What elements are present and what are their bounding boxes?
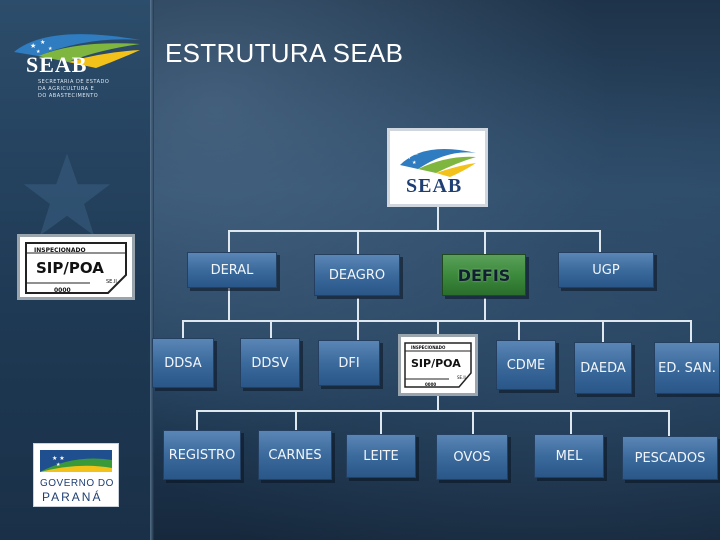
connector-line bbox=[270, 320, 272, 338]
seab-header-subtitle-3: DO ABASTECIMENTO bbox=[38, 93, 98, 99]
org-box-label: DDSV bbox=[251, 356, 288, 371]
org-box-label: DEAGRO bbox=[329, 268, 385, 283]
connector-line bbox=[228, 288, 230, 320]
sip-poa-name: SIP/POA bbox=[411, 357, 461, 370]
org-box-registro: REGISTRO bbox=[163, 430, 241, 480]
connector-line bbox=[484, 230, 486, 254]
connector-line bbox=[599, 230, 601, 252]
org-box-ugp: UGP bbox=[558, 252, 654, 288]
governo-parana-logo-icon: ★ ★ ★ bbox=[34, 446, 118, 476]
sip-poa-header: INSPECIONADO bbox=[411, 345, 445, 350]
sip-poa-code: 0000 bbox=[54, 287, 71, 294]
sip-poa-state: SE.II bbox=[106, 279, 117, 285]
connector-line bbox=[472, 410, 474, 434]
org-box-ovos: OVOS bbox=[436, 434, 508, 480]
svg-text:★: ★ bbox=[412, 160, 417, 166]
connector-line bbox=[668, 410, 670, 436]
org-box-label: DERAL bbox=[211, 263, 254, 278]
org-box-label: REGISTRO bbox=[169, 448, 236, 463]
seab-header-subtitle-1: SECRETARIA DE ESTADO bbox=[38, 79, 109, 85]
slide-title: ESTRUTURA SEAB bbox=[165, 38, 403, 69]
sip-poa-state: SE.II bbox=[457, 375, 466, 380]
sip-poa-logo-sidebar: INSPECIONADO SIP/POA 0000 SE.II bbox=[17, 234, 135, 300]
org-box-cdme: CDME bbox=[496, 340, 556, 390]
org-box-ddsa: DDSA bbox=[152, 338, 214, 388]
connector-line bbox=[357, 320, 359, 340]
org-box-dfi: DFI bbox=[318, 340, 380, 386]
connector-line bbox=[196, 410, 198, 430]
org-box-label: MEL bbox=[556, 449, 583, 464]
org-box-label: OVOS bbox=[453, 450, 490, 465]
org-box-pescados: PESCADOS bbox=[622, 436, 718, 480]
org-box-mel: MEL bbox=[534, 434, 604, 478]
org-box-label: DFI bbox=[338, 356, 359, 371]
org-box-label: ED. SAN. bbox=[658, 361, 716, 376]
connector-line bbox=[570, 410, 572, 434]
connector-line bbox=[182, 320, 184, 338]
org-box-label: DDSA bbox=[164, 356, 201, 371]
org-box-deagro: DEAGRO bbox=[314, 254, 400, 296]
svg-text:★: ★ bbox=[406, 154, 411, 161]
org-box-defis: DEFIS bbox=[442, 254, 526, 296]
sip-poa-header: INSPECIONADO bbox=[34, 247, 86, 254]
org-box-ed-san: ED. SAN. bbox=[654, 342, 720, 394]
org-box-label: PESCADOS bbox=[635, 451, 706, 466]
connector-line bbox=[602, 320, 604, 342]
connector-line bbox=[380, 410, 382, 434]
governo-line1: GOVERNO DO bbox=[40, 478, 114, 489]
sip-poa-logo-chart: INSPECIONADO SIP/POA 0000 SE.II bbox=[398, 334, 478, 396]
org-box-carnes: CARNES bbox=[258, 430, 332, 480]
sip-poa-code: 0000 bbox=[425, 382, 436, 387]
connector-line bbox=[357, 230, 359, 254]
org-box-label: UGP bbox=[592, 263, 619, 278]
connector-line bbox=[437, 207, 439, 231]
connector-line bbox=[228, 230, 230, 252]
connector-line bbox=[437, 396, 439, 410]
governo-line2: PARANÁ bbox=[42, 490, 102, 504]
sidebar: ★ ★ ★ ★ SEAB SECRETARIA DE ESTADO DA AGR… bbox=[0, 0, 152, 540]
seab-header-logo: ★ ★ ★ ★ SEAB SECRETARIA DE ESTADO DA AGR… bbox=[8, 22, 146, 102]
svg-text:★: ★ bbox=[40, 39, 45, 46]
seab-header-subtitle-2: DA AGRICULTURA E bbox=[38, 86, 94, 92]
org-box-daeda: DAEDA bbox=[574, 342, 632, 394]
org-box-ddsv: DDSV bbox=[240, 338, 300, 388]
svg-text:★: ★ bbox=[414, 151, 419, 157]
org-box-label: CDME bbox=[507, 358, 546, 373]
org-box-label: DEFIS bbox=[458, 266, 511, 285]
svg-text:★ ★: ★ ★ bbox=[52, 455, 65, 462]
org-box-leite: LEITE bbox=[346, 434, 416, 478]
org-box-label: CARNES bbox=[268, 448, 321, 463]
connector-line bbox=[484, 298, 486, 320]
connector-line bbox=[690, 320, 692, 342]
governo-parana-logo: ★ ★ ★ GOVERNO DO PARANÁ bbox=[33, 443, 119, 507]
star-icon bbox=[22, 150, 112, 240]
org-box-label: DAEDA bbox=[580, 361, 626, 376]
connector-line bbox=[295, 410, 297, 430]
connector-line bbox=[228, 230, 600, 232]
org-box-deral: DERAL bbox=[187, 252, 277, 288]
svg-text:★: ★ bbox=[56, 462, 61, 468]
seab-top-logo: ★ ★ ★ SEAB bbox=[387, 128, 488, 207]
connector-line bbox=[518, 320, 520, 340]
sidebar-divider bbox=[150, 0, 154, 540]
seab-header-acronym: SEAB bbox=[26, 52, 87, 78]
connector-line bbox=[437, 320, 439, 334]
sip-poa-name: SIP/POA bbox=[36, 259, 104, 277]
connector-line bbox=[196, 410, 669, 412]
seab-top-acronym: SEAB bbox=[406, 175, 462, 198]
connector-line bbox=[357, 298, 359, 320]
org-box-label: LEITE bbox=[363, 449, 398, 464]
